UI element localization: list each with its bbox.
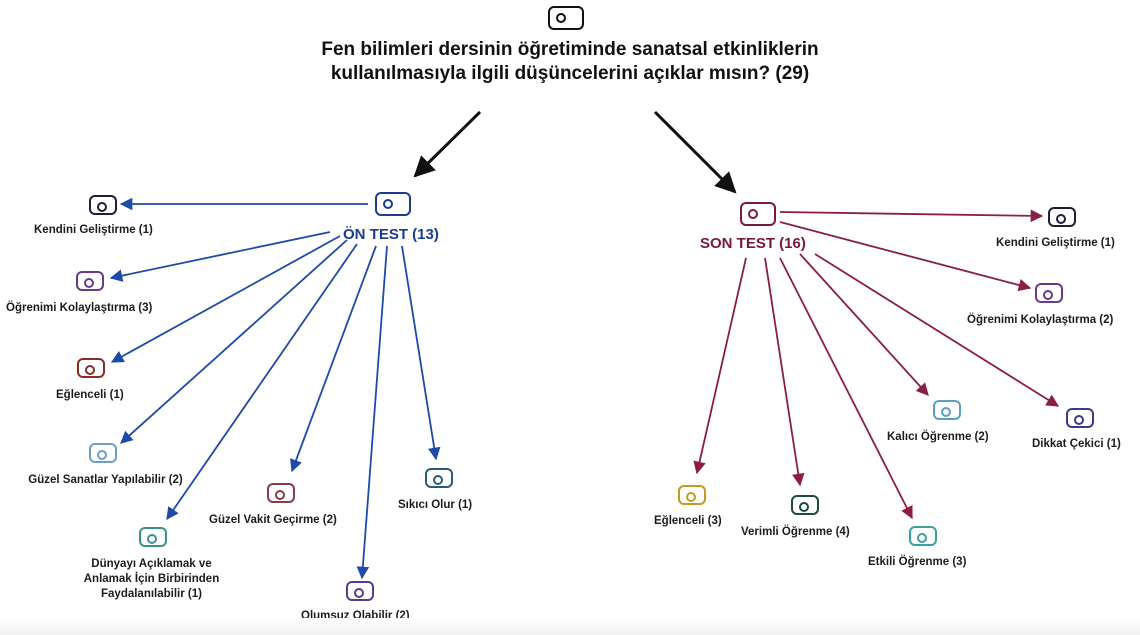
son-dikkat-label: Dikkat Çekici (1) (1032, 438, 1121, 450)
on-dunyayi-code-icon (139, 527, 167, 547)
edge-son-dikkat (814, 253, 1060, 407)
on-sikici-code-icon (425, 468, 453, 488)
son-etkili-label: Etkili Öğrenme (3) (868, 556, 967, 568)
edge-on-olumsuz (356, 245, 388, 580)
on-guzel-sanatlar-label: Güzel Sanatlar Yapılabilir (2) (28, 474, 183, 486)
edge-on-dunyayi (166, 243, 358, 521)
son-kalici-code-icon (933, 400, 961, 420)
son-verimli-code-icon (791, 495, 819, 515)
edge-son-verimli (764, 257, 805, 487)
root-code-icon (548, 6, 584, 30)
bottom-fade (0, 618, 1140, 635)
on-test-code-icon (375, 192, 411, 216)
edge-root-on-test (413, 110, 482, 178)
edge-son-kendini (779, 209, 1044, 223)
son-kendini-label: Kendini Geliştirme (1) (996, 237, 1115, 249)
son-ogrenimi-label: Öğrenimi Kolaylaştırma (2) (967, 314, 1114, 326)
son-etkili-code-icon (909, 526, 937, 546)
son-verimli-label: Verimli Öğrenme (4) (741, 526, 850, 538)
on-test-label: ÖN TEST (13) (343, 226, 439, 243)
on-sikici-label: Sıkıcı Olur (1) (398, 499, 473, 511)
son-test-code-icon (740, 202, 776, 226)
on-olumsuz-code-icon (346, 581, 374, 601)
edge-son-eglenceli (693, 257, 747, 475)
son-kalici-label: Kalıcı Öğrenme (2) (887, 431, 989, 443)
son-dikkat-code-icon (1066, 408, 1094, 428)
on-guzel-sanatlar-code-icon (89, 443, 117, 463)
on-eglenceli-label: Eğlenceli (1) (56, 389, 124, 401)
son-eglenceli-label: Eğlenceli (3) (654, 515, 722, 527)
son-ogrenimi-code-icon (1035, 283, 1063, 303)
edge-son-etkili (779, 257, 913, 520)
on-ogrenimi-label: Öğrenimi Kolaylaştırma (3) (6, 302, 153, 314)
edge-son-kalici (799, 253, 929, 396)
son-eglenceli-code-icon (678, 485, 706, 505)
on-ogrenimi-code-icon (76, 271, 104, 291)
son-test-label: SON TEST (16) (700, 235, 806, 252)
edge-on-guzel-vakit (290, 245, 377, 473)
son-kendini-code-icon (1048, 207, 1076, 227)
on-kendini-code-icon (89, 195, 117, 215)
on-guzel-vakit-label: Güzel Vakit Geçirme (2) (209, 514, 337, 526)
edge-on-ogrenimi (109, 231, 331, 282)
on-dunyayi-label: Dünyayı Açıklamak ve Anlamak İçin Birbir… (83, 558, 220, 600)
edge-son-ogrenimi (779, 221, 1032, 292)
on-guzel-vakit-code-icon (267, 483, 295, 503)
edge-on-sikici (401, 245, 441, 461)
edge-on-eglenceli (110, 235, 341, 363)
root-question: Fen bilimleri dersinin öğretiminde sanat… (321, 39, 819, 84)
on-eglenceli-code-icon (77, 358, 105, 378)
edge-on-guzel-sanatlar (120, 239, 348, 444)
on-kendini-label: Kendini Geliştirme (1) (34, 224, 153, 236)
edge-root-son-test (653, 110, 737, 194)
